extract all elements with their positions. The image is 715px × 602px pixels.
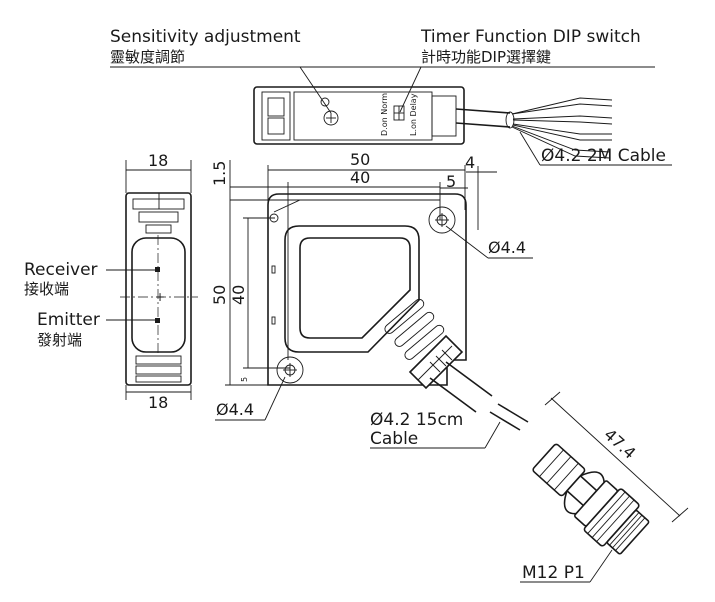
conn-dim-line [550, 397, 681, 517]
short-cable-edge-a [429, 377, 477, 413]
side-bottom-rib2 [135, 365, 182, 375]
conn-dim-ext-a [544, 391, 561, 406]
side-top-rib1 [132, 198, 185, 210]
hole-right-label: Ø4.4 [488, 238, 526, 257]
cable-15cm-label-2: Cable [370, 429, 418, 449]
connector-label: M12 P1 [522, 563, 585, 583]
connector-body [532, 443, 650, 555]
hole-spacing-y-dimension: 40 [229, 285, 248, 305]
front-housing [267, 193, 467, 386]
m12-connector: 47.4 Ø4.2 15cm Cable M12 P1 [370, 391, 689, 583]
cable-bottom-edge [455, 122, 511, 128]
sensitivity-label: Sensitivity adjustment [110, 27, 301, 47]
receiver-marker [155, 267, 160, 272]
conn-cable-edge-b [497, 403, 529, 423]
conn-dim-ext-b [671, 507, 689, 523]
connector-length-dimension: 47.4 [600, 425, 639, 463]
front-slot-1 [271, 265, 276, 274]
hole-spacing-x-dimension: 40 [350, 168, 370, 187]
flange-right-dimension: 4 [465, 153, 475, 172]
cable-end [505, 111, 515, 129]
m12-leader [589, 549, 613, 583]
emitter-marker [155, 318, 160, 323]
hole-left-label: Ø4.4 [216, 400, 254, 419]
sensitivity-knob [323, 110, 339, 126]
conn-cable-edge-a [489, 411, 521, 431]
cable-top-edge [455, 108, 511, 114]
receiver-label-zh: 接收端 [24, 280, 69, 298]
cable-2m-leader [519, 131, 541, 166]
front-lens [299, 237, 411, 339]
emitter-label-zh: 發射端 [37, 331, 82, 349]
overall-width-dimension: 50 [350, 150, 370, 169]
side-bottom-rib1 [135, 355, 182, 365]
front-view: 50 40 5 4 1.5 50 40 5 [210, 150, 533, 421]
offset-right-dimension: 5 [446, 172, 456, 191]
top-left-clip-inner2 [267, 117, 285, 135]
hole-left-leader [264, 376, 286, 421]
top-view: Sensitivity adjustment 靈敏度調節 Timer Funct… [110, 27, 672, 166]
side-top-tab [145, 224, 172, 234]
front-top-ledge [273, 199, 440, 213]
mount-hole-boss-right [428, 206, 456, 234]
top-left-clip [261, 91, 291, 141]
cable-wires [511, 97, 613, 159]
front-slot-2 [271, 316, 276, 325]
side-width-dimension: 18 [148, 151, 168, 170]
indicator-led [320, 97, 330, 107]
overall-height-dimension: 50 [210, 285, 229, 305]
dip-norm-label: D.on Norm [380, 93, 389, 136]
side-center-mark: + [155, 290, 165, 304]
side-housing [125, 192, 192, 386]
short-cable-edge-b [445, 361, 493, 397]
cable-strain-relief [408, 334, 464, 390]
emitter-label: Emitter [37, 310, 100, 330]
top-cable-gland [431, 95, 457, 137]
timer-dip-label: Timer Function DIP switch [420, 27, 641, 47]
side-lens-window [131, 237, 186, 353]
side-bottom-rib3 [135, 375, 182, 383]
sensitivity-leader [299, 66, 332, 114]
cable-15cm-leader [484, 421, 501, 449]
sensitivity-label-zh: 靈敏度調節 [110, 48, 185, 66]
timer-dip-label-zh: 計時功能DIP選擇鍵 [421, 48, 551, 66]
front-window-frame [284, 225, 420, 353]
top-left-clip-inner [267, 97, 285, 117]
front-pin [269, 213, 279, 223]
side-depth-dimension: 18 [148, 393, 168, 412]
top-housing [253, 86, 465, 145]
dip-leader [399, 66, 422, 113]
bottom-offset-dimension: 5 [240, 377, 249, 382]
dip-delay-label: L.on Delay [409, 93, 418, 136]
cable-2m-label: Ø4.2 2M Cable [541, 146, 666, 166]
top-offset-dimension: 1.5 [210, 161, 229, 186]
cable-15cm-label: Ø4.2 15cm [370, 410, 463, 430]
hole-right-leader [445, 225, 489, 259]
mount-hole-boss-left [276, 356, 304, 384]
side-top-rib2 [138, 211, 179, 223]
receiver-label: Receiver [24, 260, 98, 280]
side-view: 18 18 + Receiver 接收端 Emitter 發射端 [24, 151, 198, 412]
front-grip-ribs [384, 298, 445, 360]
